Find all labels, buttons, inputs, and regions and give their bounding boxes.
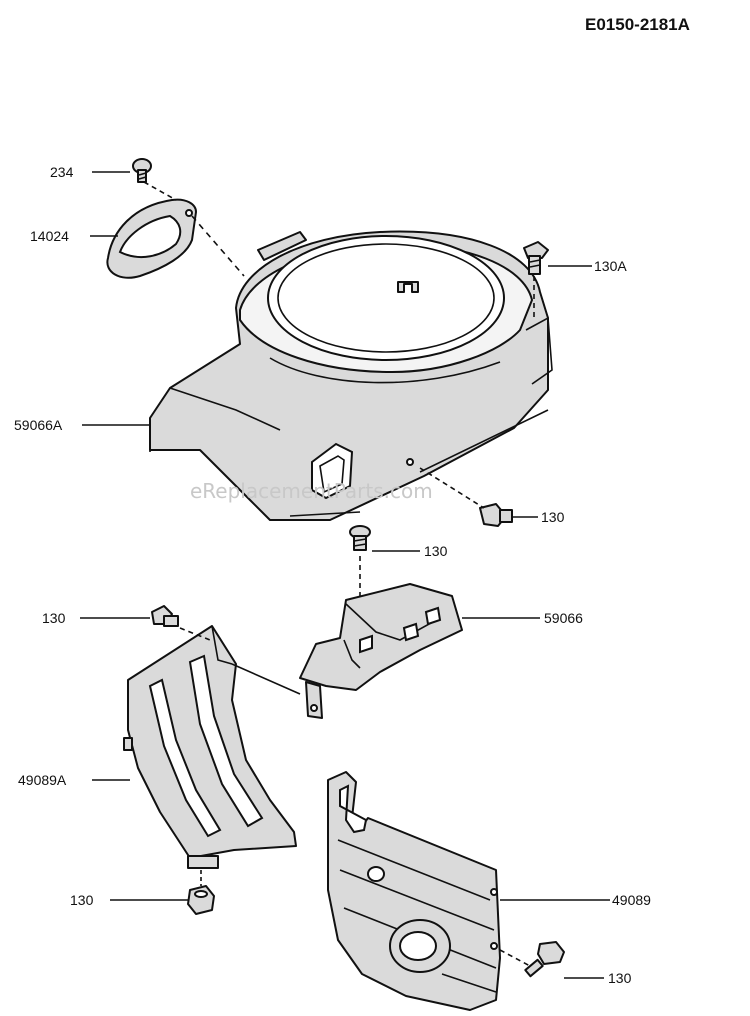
cylinder-cover-49089[interactable]	[327, 771, 501, 1011]
callout-130-housing[interactable]: 130	[541, 509, 565, 525]
leader-14024-dash	[191, 215, 245, 277]
callout-14024[interactable]: 14024	[30, 228, 69, 244]
bolt-130-bracket[interactable]	[349, 525, 371, 551]
leader-130-cover-dash	[499, 949, 531, 967]
callout-130A[interactable]: 130A	[594, 258, 627, 274]
bolt-130A[interactable]	[523, 241, 549, 275]
cover-plate-14024[interactable]	[106, 198, 197, 279]
blower-housing-59066A[interactable]	[149, 230, 553, 521]
callout-130-bracket[interactable]: 130	[424, 543, 448, 559]
bolt-130-baffle[interactable]	[151, 605, 179, 627]
callout-59066[interactable]: 59066	[544, 610, 583, 626]
callout-130-baffle-nut[interactable]: 130	[70, 892, 94, 908]
callout-49089[interactable]: 49089	[612, 892, 651, 908]
callout-59066A[interactable]: 59066A	[14, 417, 63, 433]
watermark: eReplacementParts.com	[190, 479, 433, 503]
diagram-code: E0150-2181A	[585, 15, 690, 34]
bolt-130-cover[interactable]	[524, 941, 565, 978]
bracket-59066[interactable]	[299, 583, 463, 719]
bolt-130-housing[interactable]	[479, 503, 513, 527]
callout-130-baffle[interactable]: 130	[42, 610, 66, 626]
leader-130-housing-dash	[419, 467, 485, 509]
screw-234[interactable]	[132, 158, 152, 183]
callout-234[interactable]: 234	[50, 164, 74, 180]
nut-130-baffle[interactable]	[187, 885, 215, 915]
leader-234-dash	[143, 181, 177, 201]
callout-130-cover[interactable]: 130	[608, 970, 632, 986]
callout-49089A[interactable]: 49089A	[18, 772, 67, 788]
baffle-49089A[interactable]	[123, 625, 301, 869]
